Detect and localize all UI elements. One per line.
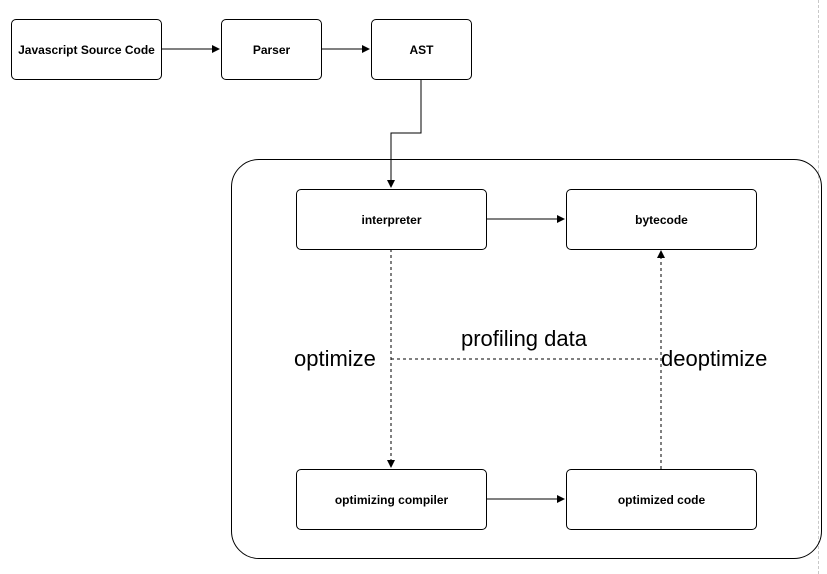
node-interpreter: interpreter bbox=[296, 189, 487, 250]
node-optimized-code: optimized code bbox=[566, 469, 757, 530]
label-profiling-data: profiling data bbox=[461, 326, 587, 351]
label-optimize: optimize bbox=[294, 346, 376, 371]
arrow-ast-to-interpreter bbox=[387, 79, 422, 188]
page-edge-guide bbox=[818, 0, 819, 574]
node-optimizing-compiler: optimizing compiler bbox=[296, 469, 487, 530]
engine-group bbox=[231, 159, 822, 559]
node-ast: AST bbox=[371, 19, 472, 80]
node-bytecode: bytecode bbox=[566, 189, 757, 250]
label-deoptimize: deoptimize bbox=[661, 346, 768, 371]
node-source-code: Javascript Source Code bbox=[11, 19, 162, 80]
node-parser: Parser bbox=[221, 19, 322, 80]
